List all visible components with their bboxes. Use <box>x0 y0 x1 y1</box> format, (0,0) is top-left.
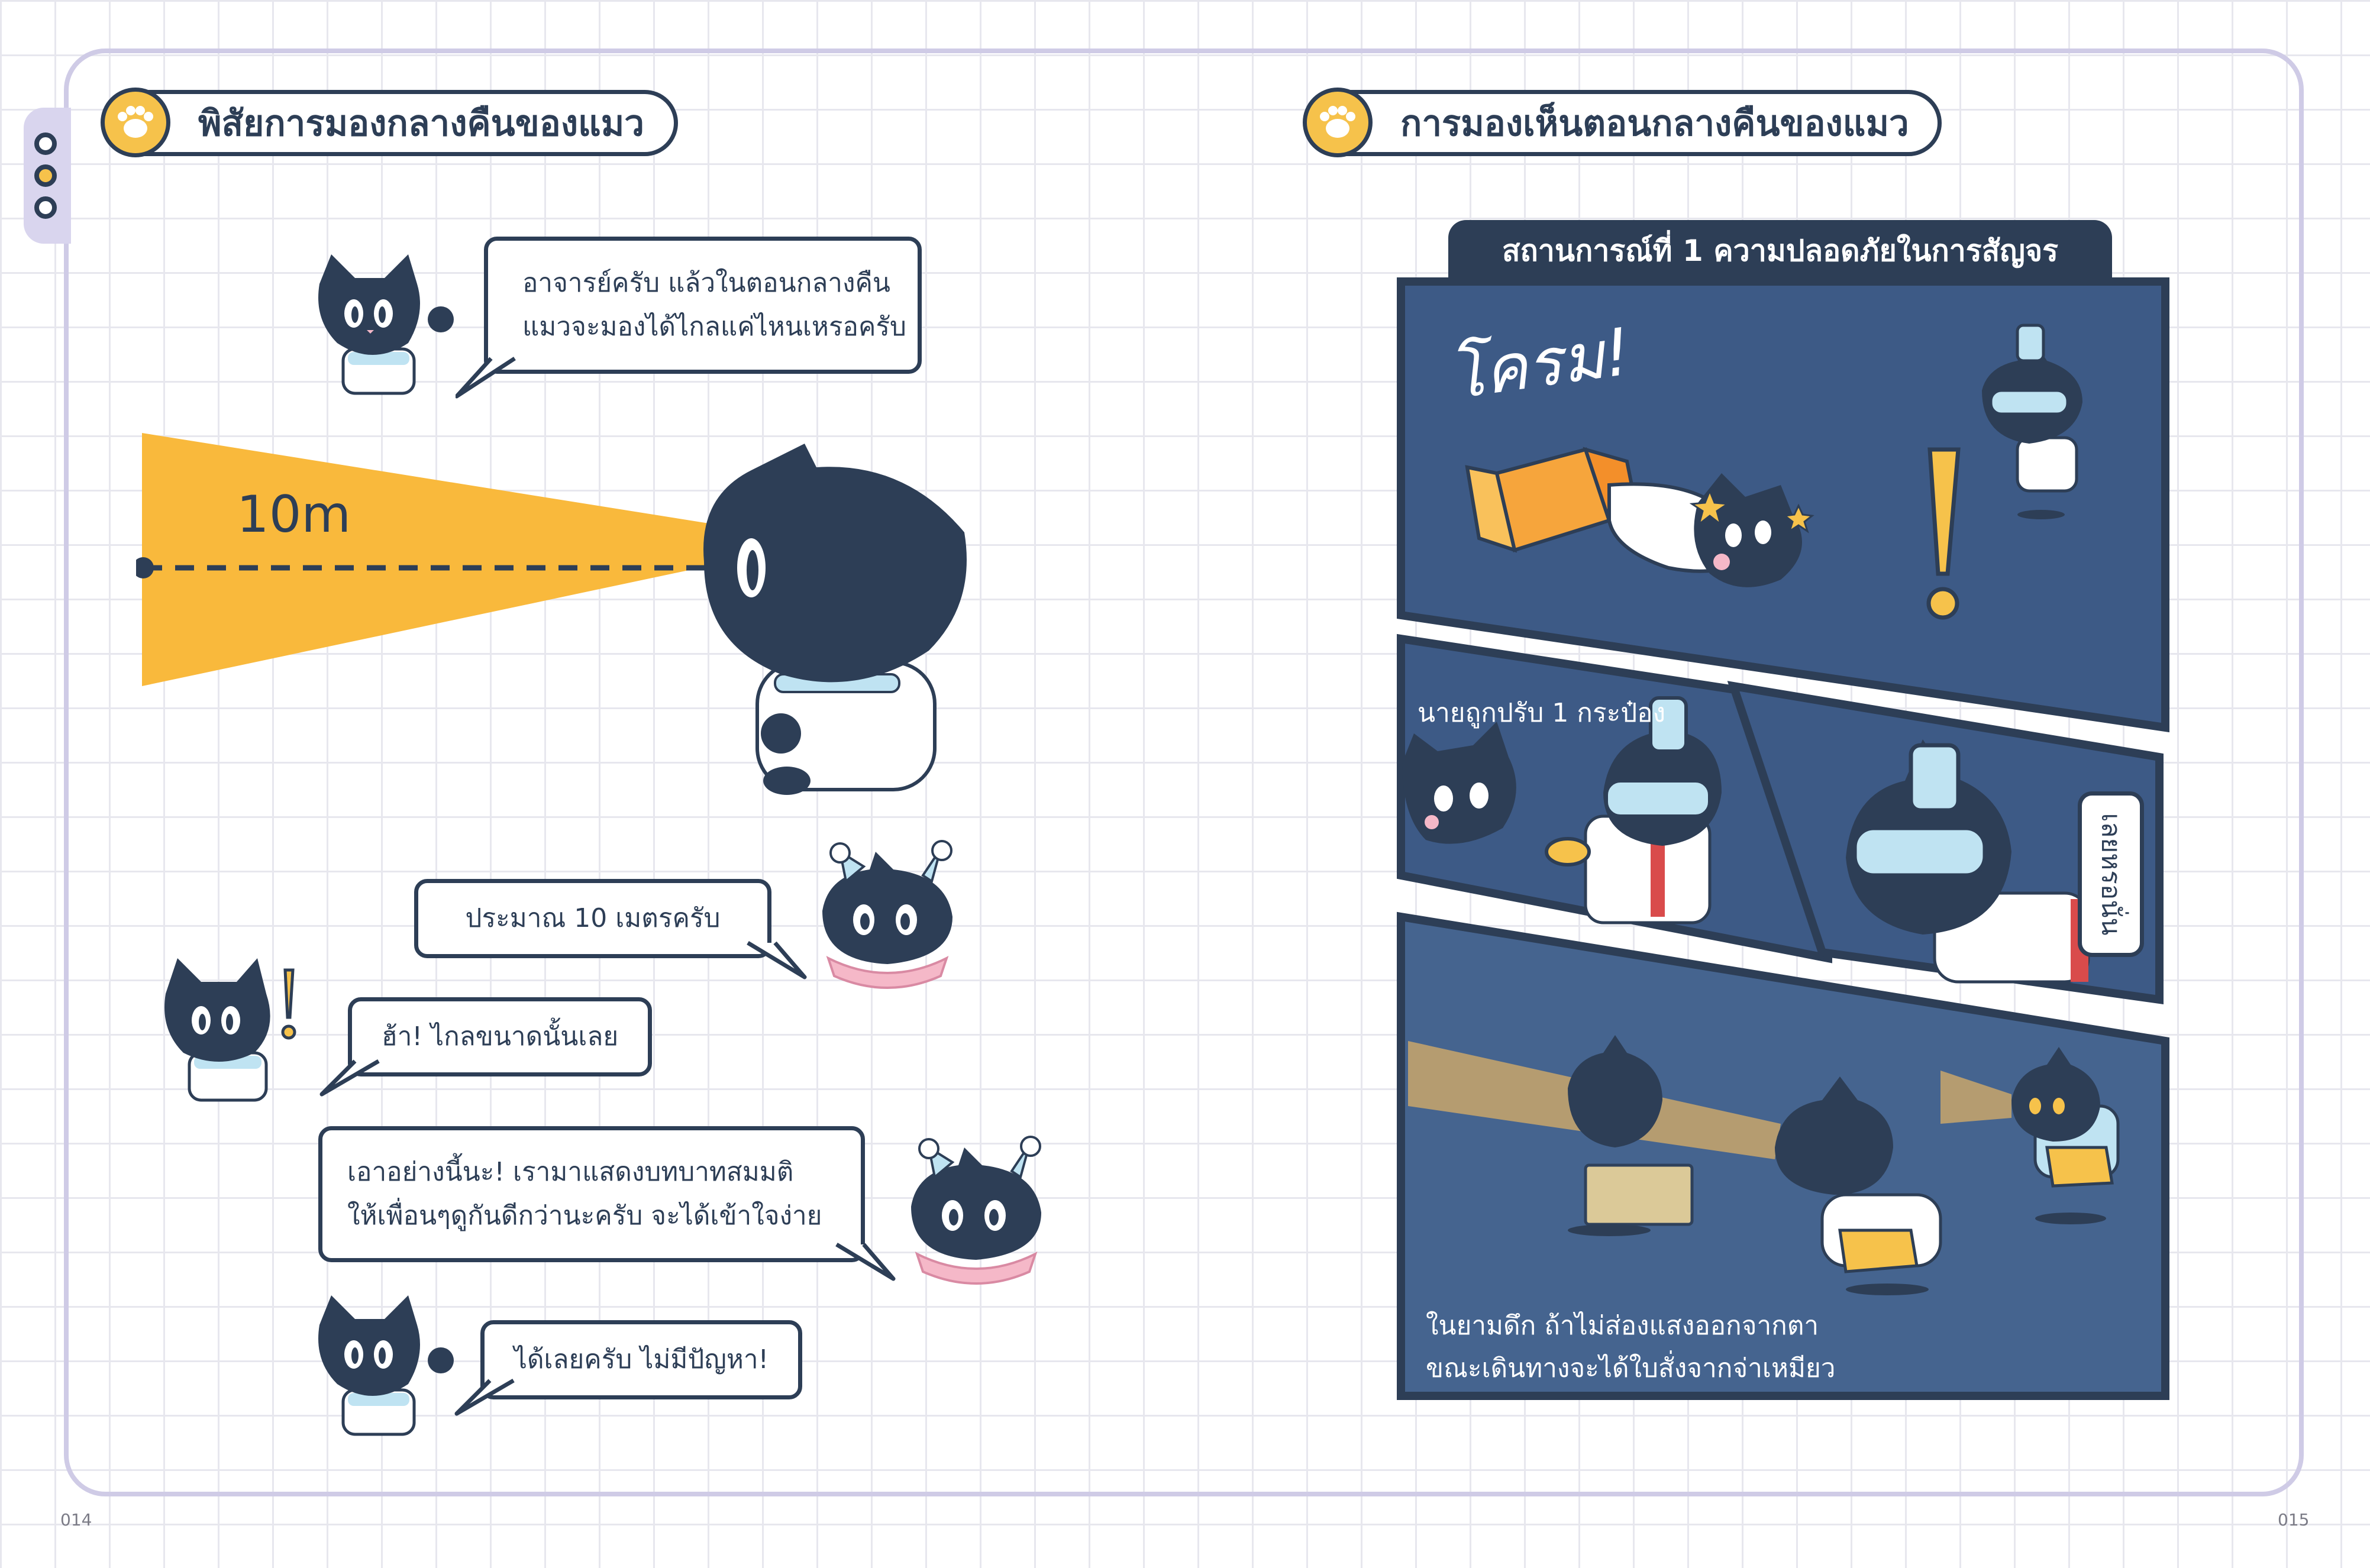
speech-bubble-2: ประมาณ 10 เมตรครับ <box>414 879 771 958</box>
paw-badge-left <box>101 88 170 157</box>
fine-caption: นายถูกปรับ 1 กระป๋อง <box>1418 698 1666 728</box>
page-number-right: 015 <box>2278 1510 2310 1530</box>
speech-bubble-1: อาจารย์ครับ แล้วในตอนกลางคืน แมวจะมองได้… <box>484 237 922 374</box>
bubble-2-tail <box>747 941 807 979</box>
student-cat-1 <box>318 254 454 395</box>
bottom-caption-line-1: ในยามดึก ถ้าไม่ส่องแสงออกจากตา <box>1426 1311 1819 1341</box>
teacher-cat-2 <box>911 1136 1041 1285</box>
bubble-4-line-2: ให้เพื่อนๆดูกันดีกว่านะครับ จะได้เข้าใจง… <box>347 1201 822 1231</box>
bubble-5-tail <box>454 1378 515 1416</box>
bottom-caption: ในยามดึก ถ้าไม่ส่องแสงออกจากตา ขณะเดินทา… <box>1426 1305 1835 1390</box>
vision-range-diagram <box>136 433 967 795</box>
paw-badge-right <box>1303 88 1373 157</box>
teacher-cat-1 <box>822 840 952 989</box>
left-title-text: พิสัยการมองกลางคืนของแมว <box>198 102 644 144</box>
bubble-3-line-1: ฮ้า! ไกลขนาดนั้นเลย <box>381 1021 619 1052</box>
scenario-header-text: สถานการณ์ที่ 1 ความปลอดภัยในการสัญจร <box>1502 233 2058 268</box>
speech-bubble-3: ฮ้า! ไกลขนาดนั้นเลย <box>348 997 652 1076</box>
tab-dot-1 <box>34 132 57 155</box>
paw-icon <box>118 106 153 138</box>
bottom-caption-line-2: ขณะเดินทางจะได้ใบสั่งจากจ่าเหมียว <box>1426 1353 1836 1383</box>
left-page-title: พิสัยการมองกลางคืนของแมว <box>105 90 678 156</box>
distance-origin-dot <box>136 557 154 578</box>
scolded-cat <box>1402 722 1516 844</box>
exclamation-icon <box>1926 447 1961 620</box>
right-title-text: การมองเห็นตอนกลางคืนของแมว <box>1400 102 1909 144</box>
first-aid-cat <box>1568 1035 1694 1236</box>
right-page-title: การมองเห็นตอนกลางคืนของแมว <box>1307 90 1942 156</box>
police-cat-3 <box>1846 739 2090 984</box>
vision-cone <box>142 433 728 686</box>
distance-label: 10m <box>237 485 351 544</box>
bubble-4-line-1: เอาอย่างนี้นะ! เรามาแสดงบทบาทสมมติ <box>347 1157 794 1187</box>
police-cat-1 <box>1982 324 2082 519</box>
walking-cat <box>1775 1076 1942 1295</box>
police-cat-2 <box>1545 696 1722 924</box>
vertical-bubble: เลยหรอนั่น <box>2078 791 2144 957</box>
page-number-left: 014 <box>60 1510 92 1530</box>
bubble-1-tail <box>456 357 516 399</box>
bubble-4-tail <box>835 1243 896 1281</box>
book-spread-frame <box>64 49 2304 1496</box>
student-cat-2 <box>164 958 296 1102</box>
bubble-3-tail <box>319 1059 380 1097</box>
police-cat-4 <box>2011 1047 2120 1224</box>
tab-dot-2 <box>34 164 57 187</box>
comic-strip <box>1397 277 2169 1400</box>
bubble-1-line-1: อาจารย์ครับ แล้วในตอนกลางคืน <box>522 268 890 298</box>
paw-icon <box>1320 106 1355 138</box>
speech-bubble-5: ได้เลยครับ ไม่มีปัญหา! <box>480 1320 802 1399</box>
bubble-2-line-1: ประมาณ 10 เมตรครับ <box>465 903 721 933</box>
fallen-cat <box>1607 473 1814 587</box>
scenario-header: สถานการณ์ที่ 1 ความปลอดภัยในการสัญจร <box>1448 220 2112 282</box>
tab-dot-3 <box>34 196 57 219</box>
student-cat-3 <box>318 1295 454 1436</box>
vertical-bubble-text: เลยหรอนั่น <box>2095 813 2126 936</box>
speech-bubble-4: เอาอย่างนี้นะ! เรามาแสดงบทบาทสมมติ ให้เพ… <box>318 1126 865 1262</box>
bubble-5-line-1: ได้เลยครับ ไม่มีปัญหา! <box>514 1344 769 1375</box>
bubble-1-line-2: แมวจะมองได้ไกลแค่ไหนเหรอครับ <box>522 312 906 342</box>
